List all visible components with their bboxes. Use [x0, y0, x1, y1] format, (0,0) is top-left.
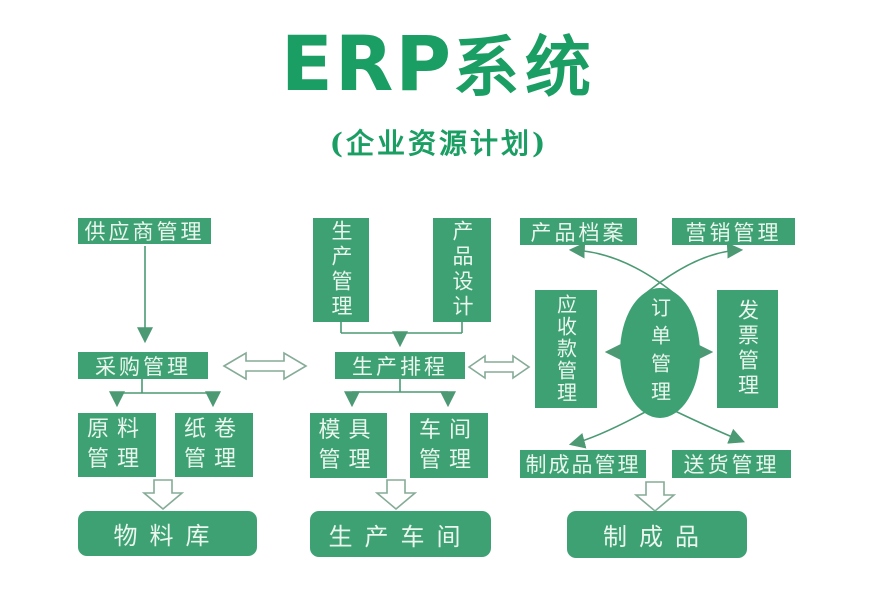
arc-order-to-finished-product-mgmt	[568, 410, 648, 449]
block-arrow-to-production-workshop	[374, 479, 418, 511]
node-invoice-management: 发票管理	[717, 290, 778, 408]
node-supplier-management: 供应商管理	[78, 218, 211, 244]
node-mold-management: 模具管理	[310, 413, 387, 478]
title-system: 系统	[453, 28, 598, 106]
arc-order-to-delivery	[674, 410, 745, 444]
node-finished-products: 制成品	[567, 511, 747, 558]
node-product-design: 产品设计	[433, 218, 491, 322]
node-production-scheduling: 生产排程	[335, 352, 465, 379]
node-accounts-receivable-management: 应收款管理	[535, 290, 597, 408]
double-arrow-purchasing-scheduling	[222, 351, 308, 381]
node-paper-roll-management: 纸卷管理	[175, 413, 253, 477]
block-arrow-to-material-warehouse	[141, 479, 185, 511]
node-delivery-management: 送货管理	[672, 450, 791, 478]
node-finished-product-management: 制成品管理	[520, 450, 646, 478]
node-product-archive: 产品档案	[520, 218, 637, 245]
branch-production-design-to-scheduling	[340, 322, 463, 348]
title-erp: ERP	[280, 19, 454, 108]
page-subtitle: (企业资源计划)	[329, 127, 549, 160]
node-production-management: 生产管理	[313, 218, 369, 322]
node-production-workshop: 生产车间	[310, 511, 491, 557]
branch-purchasing-to-materials	[109, 379, 221, 408]
block-arrow-to-finished-products	[633, 481, 677, 513]
branch-scheduling-to-mold-workshop	[344, 379, 456, 408]
page-title: ERP系统	[0, 26, 878, 102]
node-order-management: 订单管理	[620, 288, 700, 418]
node-raw-material-management: 原料管理	[78, 413, 156, 477]
node-workshop-management: 车间管理	[410, 413, 488, 478]
node-purchasing-management: 采购管理	[78, 352, 208, 379]
double-arrow-scheduling-receivable	[467, 354, 531, 380]
node-material-warehouse: 物料库	[78, 511, 257, 556]
node-marketing-management: 营销管理	[672, 218, 795, 245]
